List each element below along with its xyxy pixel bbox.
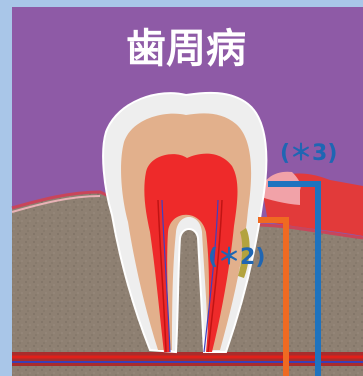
vessel-band	[12, 352, 363, 366]
callout-c3-label: (＊3)	[280, 141, 337, 166]
diagram-title: 歯周病	[126, 26, 246, 72]
callout-c2-label: (＊2)	[208, 245, 265, 270]
